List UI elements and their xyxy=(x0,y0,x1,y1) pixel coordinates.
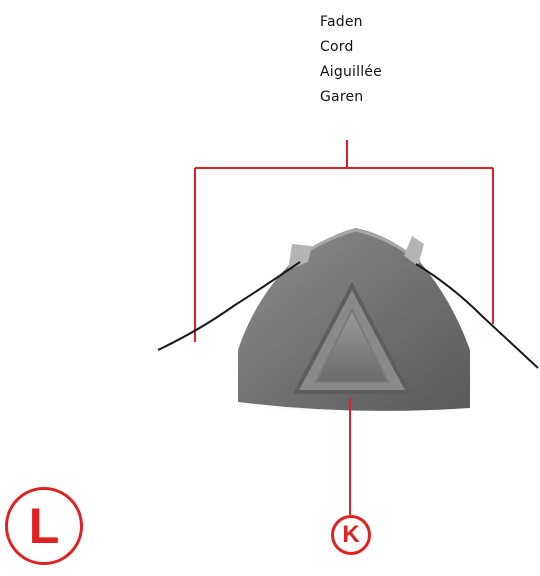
thread-guide-part xyxy=(238,228,470,411)
part-marker-k: K xyxy=(331,515,371,555)
side-marker-l: L xyxy=(5,487,83,565)
